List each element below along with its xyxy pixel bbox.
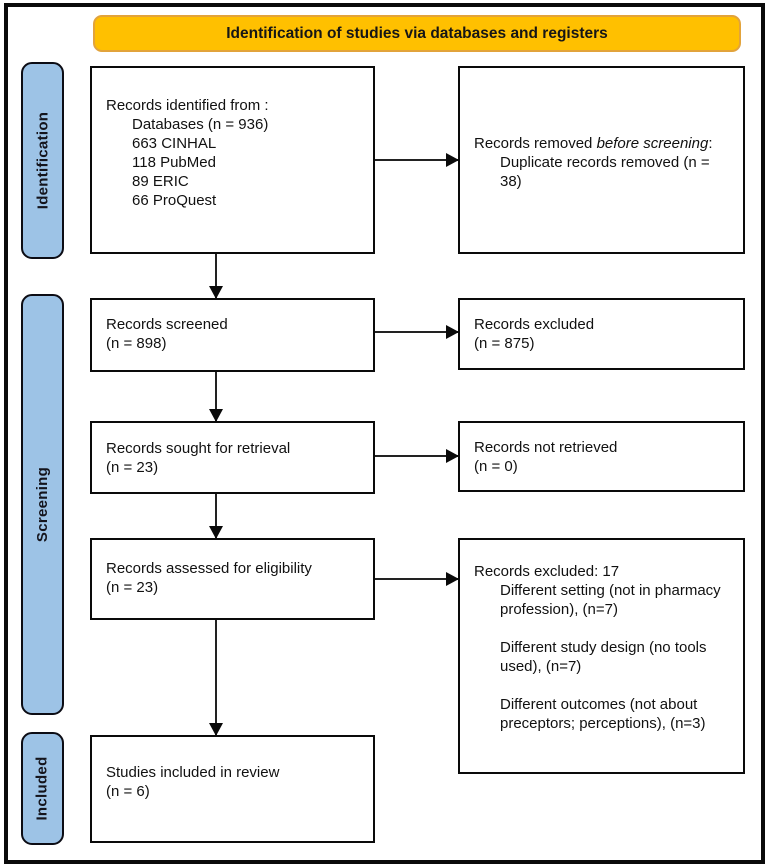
stage-label-identification: Identification <box>34 111 52 210</box>
arrow-right-head-icon <box>446 153 459 167</box>
identified-item-eric: 89 ERIC <box>132 173 189 190</box>
sought-line2: (n = 23) <box>106 459 159 476</box>
included-line1: Studies included in review <box>106 764 280 781</box>
arrow-down-head-icon <box>209 723 223 736</box>
arrow-down-head-icon <box>209 526 223 539</box>
notretrieved-line1: Records not retrieved <box>474 439 618 456</box>
identified-item-pubmed: 118 PubMed <box>132 154 216 171</box>
notretrieved-line2: (n = 0) <box>474 458 518 475</box>
arrow-shaft <box>375 455 458 457</box>
stage-label-screening: Screening <box>34 466 52 543</box>
assessed-line2: (n = 23) <box>106 579 159 596</box>
identified-item-databases: Databases (n = 936) <box>132 116 269 133</box>
box-records-removed-title: Records removed before screening: <box>474 134 731 153</box>
reason-different-setting: Different setting (not in pharmacy profe… <box>500 582 721 618</box>
arrow-right-head-icon <box>446 325 459 339</box>
box-records-identified-title: Records identified from : <box>106 97 269 114</box>
included-line2: (n = 6) <box>106 783 150 800</box>
box-records-not-retrieved: Records not retrieved (n = 0) <box>458 421 745 492</box>
banner-label: Identification of studies via databases … <box>226 24 608 42</box>
identified-item-cinhal: 663 CINHAL <box>132 135 217 152</box>
box-records-excluded-reasons: Records excluded: 17 Different setting (… <box>458 538 745 774</box>
box-records-excluded: Records excluded (n = 875) <box>458 298 745 370</box>
box-records-identified: Records identified from : Databases (n =… <box>90 66 375 254</box>
reason-different-study-design: Different study design (no tools used), … <box>500 639 707 675</box>
arrow-right-head-icon <box>446 449 459 463</box>
screened-line1: Records screened <box>106 316 228 333</box>
box-records-assessed: Records assessed for eligibility (n = 23… <box>90 538 375 620</box>
arrow-shaft <box>375 578 458 580</box>
removed-title-italic: before screening <box>596 135 709 152</box>
box-records-removed-before-screening: Records removed before screening: Duplic… <box>458 66 745 254</box>
arrow-shaft <box>215 494 217 538</box>
arrow-down-head-icon <box>209 286 223 299</box>
box-records-sought: Records sought for retrieval (n = 23) <box>90 421 375 494</box>
box-studies-included: Studies included in review (n = 6) <box>90 735 375 843</box>
stage-bar-identification: Identification <box>21 62 64 259</box>
arrow-shaft <box>215 620 217 735</box>
assessed-line1: Records assessed for eligibility <box>106 560 312 577</box>
arrow-down-head-icon <box>209 409 223 422</box>
arrow-shaft <box>375 331 458 333</box>
box-records-screened: Records screened (n = 898) <box>90 298 375 372</box>
stage-label-included: Included <box>34 756 52 821</box>
banner-identification-via-databases: Identification of studies via databases … <box>93 15 741 52</box>
sought-line1: Records sought for retrieval <box>106 440 291 457</box>
reason-different-outcomes: Different outcomes (not about preceptors… <box>500 696 706 732</box>
arrow-shaft <box>215 254 217 298</box>
stage-bar-screening: Screening <box>21 294 64 715</box>
arrow-right-head-icon <box>446 572 459 586</box>
identified-item-proquest: 66 ProQuest <box>132 192 217 209</box>
reasons-title: Records excluded: 17 <box>474 563 620 580</box>
excluded-line2: (n = 875) <box>474 335 535 352</box>
removed-title-suffix: : <box>708 135 713 152</box>
arrow-shaft <box>375 159 458 161</box>
arrow-shaft <box>215 372 217 421</box>
removed-item-duplicates: Duplicate records removed (n = 38) <box>500 154 710 190</box>
diagram-frame <box>4 3 765 864</box>
excluded-line1: Records excluded <box>474 316 595 333</box>
removed-title-prefix: Records removed <box>474 135 597 152</box>
stage-bar-included: Included <box>21 732 64 845</box>
screened-line2: (n = 898) <box>106 335 167 352</box>
